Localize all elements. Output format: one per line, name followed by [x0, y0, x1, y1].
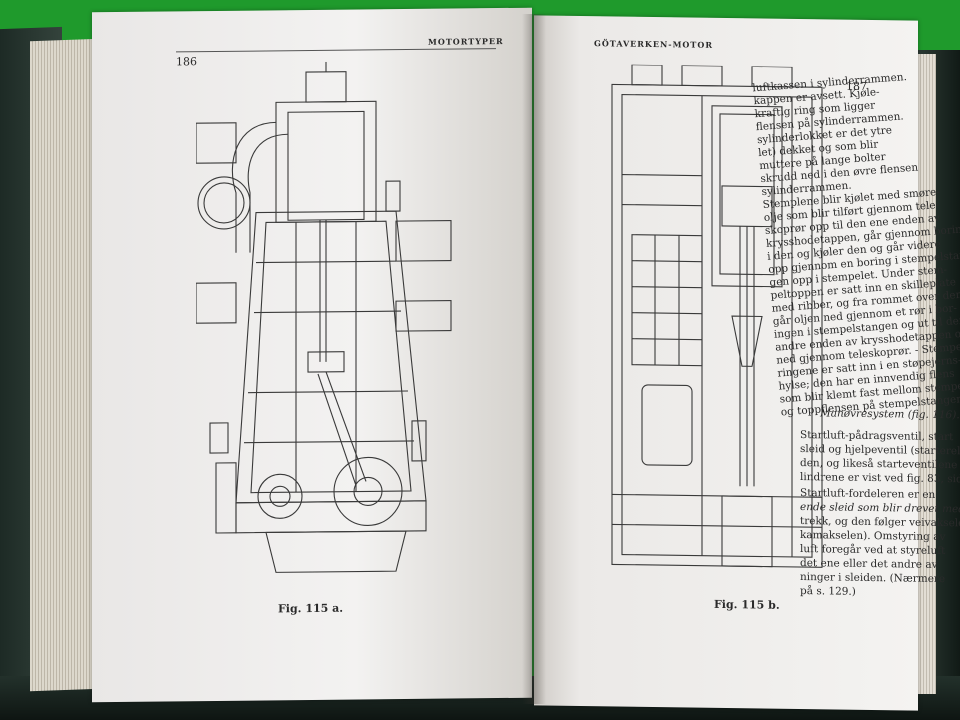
left-running-header: MOTORTYPER	[428, 35, 504, 47]
section-line: ninger i sleiden. (Nærmere	[800, 571, 946, 586]
section-line: på s. 129.)	[800, 585, 856, 598]
engine-drawing-115b	[602, 64, 832, 587]
section-line: det ene eller det andre av	[800, 557, 938, 571]
engine-drawing-115a	[196, 60, 456, 583]
section-line: sleid og hjelpeventil (starterele)	[800, 443, 960, 458]
figure-caption-115a: Fig. 115 a.	[278, 601, 344, 616]
section-line: kamakselen). Omstyring av	[800, 529, 946, 544]
left-page-number: 186	[176, 55, 197, 69]
right-running-header: GÖTAVERKEN-MOTOR	[594, 38, 713, 50]
section-line: den, og likeså starteventilene på	[800, 457, 960, 472]
section-line: ende sleid som blir drevet med	[800, 501, 960, 516]
page-stack-left	[30, 38, 100, 692]
right-page: GÖTAVERKEN-MOTOR 187	[534, 15, 960, 711]
header-rule	[176, 48, 496, 53]
section-line: lindrene er vist ved fig. 83, side	[800, 471, 960, 486]
section-line: Startluft-fordeleren er en	[800, 487, 936, 501]
section-line: trekk, og den følger veivakselen	[800, 515, 960, 530]
book-gutter	[522, 14, 546, 704]
figure-caption-115b: Fig. 115 b.	[714, 597, 780, 612]
left-page: 186 MOTORTYPER	[92, 7, 532, 703]
section-line: luft foregår ved at styreluft	[800, 543, 946, 558]
section-title: Manøvresystem (fig. 116).	[820, 407, 960, 422]
section-line: Startluft-pådragsventil, start	[800, 429, 954, 444]
